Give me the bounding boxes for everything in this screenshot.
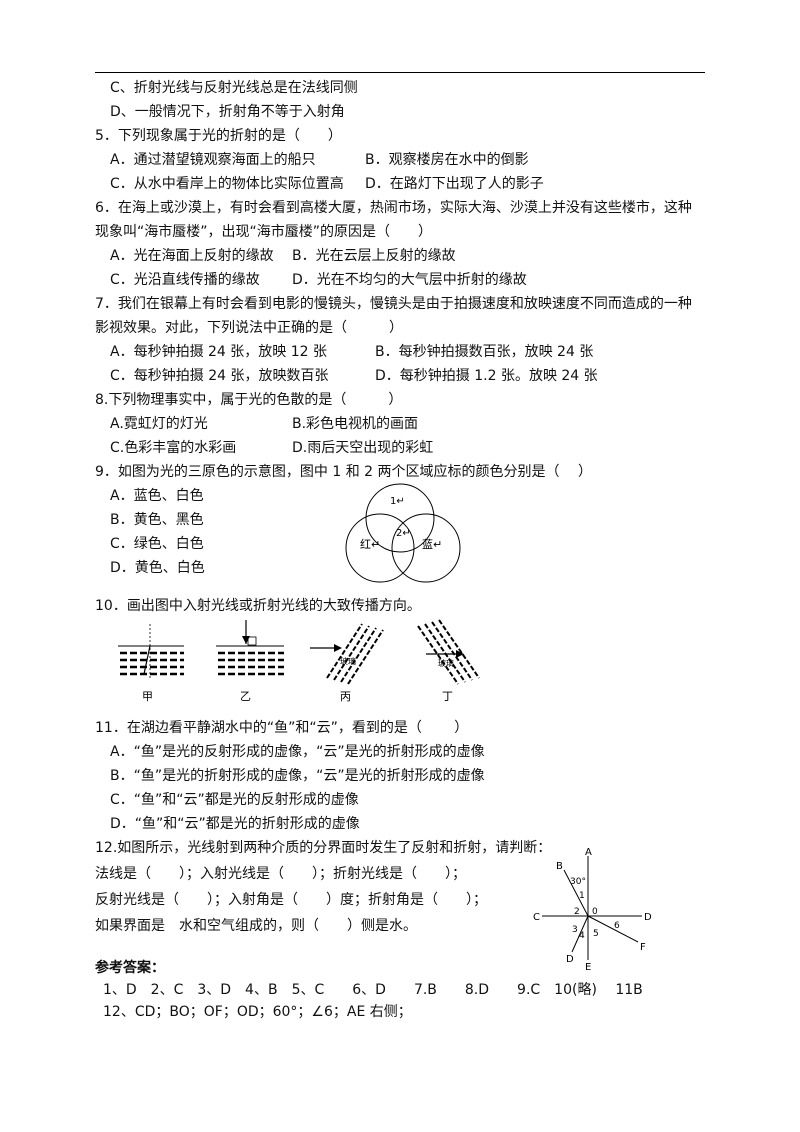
top-circle: [365, 483, 435, 553]
q6-option-a: A．光在海面上反射的缘故: [110, 248, 274, 264]
q6-option-d: D．光在不均匀的大气层中折射的缘故: [292, 272, 527, 288]
q5-option-c: C．从水中看岸上的物体比实际位置高: [110, 176, 344, 192]
q12-stem: 12.如图所示，光线射到两种介质的分界面时发生了反射和折射，请判断：: [95, 840, 552, 856]
q5-option-a: A．通过潜望镜观察海面上的船只: [110, 152, 316, 168]
angle-1: 1: [579, 891, 585, 901]
q11-stem: 11．在湖边看平静湖水中的“鱼”和“云”，看到的是（ ）: [95, 720, 469, 736]
point-o: 0: [592, 907, 598, 917]
q9-option-c: C．绿色、白色: [110, 536, 204, 552]
glass-label-bing: 玻璃: [340, 656, 356, 666]
ray-bo: [563, 869, 589, 917]
point-f: F: [640, 942, 646, 953]
angle-6: 6: [614, 921, 620, 931]
q6-stem-line1: 6．在海上或沙漠上，有时会看到高楼大厦，热闹市场，实际大海、沙漠上并没有这些楼市…: [95, 200, 692, 216]
q4-option-c: C、折射光线与反射光线总是在法线同侧: [110, 80, 358, 96]
angle-3: 3: [572, 925, 578, 935]
q6-option-c: C．光沿直线传播的缘故: [110, 272, 260, 288]
q9-option-d: D．黄色、白色: [110, 560, 205, 576]
point-d-bottom: D: [566, 954, 574, 965]
point-a: A: [585, 847, 592, 858]
q12-line2: 反射光线是（ ）；入射角是（ ）度；折射角是（ ）；: [95, 892, 487, 908]
label-bing: 丙: [340, 690, 351, 703]
answers-title: 参考答案：: [95, 960, 165, 976]
refraction-figures: 甲 乙 玻璃 丙 玻璃 丁: [118, 619, 480, 703]
answers-line2: 12、CD；BO；OF；OD；60°；∠6；AE 右侧；: [103, 1004, 412, 1020]
header-rule: [95, 72, 705, 73]
primary-colors-diagram: 1↵ 2↵ 红↵ 蓝↵: [345, 483, 461, 583]
q9-option-a: A．蓝色、白色: [110, 488, 204, 504]
point-e: E: [585, 962, 591, 973]
q11-option-a: A．“鱼”是光的反射形成的虚像，“云”是光的折射形成的虚像: [110, 744, 485, 760]
q5-option-d: D．在路灯下出现了人的影子: [365, 176, 544, 192]
answers-line1: 1、D 2、C 3、D 4、B 5、C 6、D 7.B 8.D 9.C 10(略…: [103, 982, 643, 998]
q7-option-b: B．每秒钟拍摄数百张，放映 24 张: [375, 344, 594, 360]
q4-option-d: D、一般情况下，折射角不等于入射角: [110, 104, 345, 120]
angle-2: 2: [574, 907, 580, 917]
q10-stem: 10．画出图中入射光线或折射光线的大致传播方向。: [95, 598, 421, 614]
angle-4: 4: [579, 931, 585, 941]
q7-stem-line2: 影视效果。对此，下列说法中正确的是（ ）: [95, 320, 403, 336]
q12-line1: 法线是（ ）；入射光线是（ ）；折射光线是（ ）；: [95, 866, 466, 882]
point-c: C: [533, 912, 540, 923]
point-b: B: [556, 861, 563, 872]
label-yi: 乙: [240, 690, 251, 703]
q5-option-b: B．观察楼房在水中的倒影: [365, 152, 529, 168]
q6-stem-line2: 现象叫“海市蜃楼”，出现“海市蜃楼”的原因是（ ）: [95, 224, 433, 240]
q7-stem-line1: 7．我们在银幕上有时会看到电影的慢镜头，慢镜头是由于拍摄速度和放映速度不同而造成…: [95, 296, 692, 312]
q6-option-b: B．光在云层上反射的缘故: [292, 248, 456, 264]
angle-5: 5: [593, 929, 599, 939]
q11-option-c: C．“鱼”和“云”都是光的反射形成的虚像: [110, 792, 359, 808]
q7-option-d: D．每秒钟拍摄 1.2 张。放映 24 张: [375, 368, 598, 384]
q9-option-b: B．黄色、黑色: [110, 512, 204, 528]
right-circle: [391, 513, 461, 583]
q7-option-c: C．每秒钟拍摄 24 张，放映数百张: [110, 368, 329, 384]
q8-option-a: A.霓虹灯的灯光: [110, 416, 208, 432]
label-ding: 丁: [442, 690, 453, 703]
q8-stem: 8.下列物理事实中，属于光的色散的是（ ）: [95, 392, 403, 408]
ray-of: [587, 915, 639, 943]
angle-30: 30°: [570, 877, 586, 887]
q5-stem: 5．下列现象属于光的折射的是（ ）: [95, 128, 342, 144]
region-label-1: 1↵: [390, 496, 405, 507]
q7-option-a: A．每秒钟拍摄 24 张，放映 12 张: [110, 344, 328, 360]
q9-stem: 9．如图为光的三原色的示意图，图中 1 和 2 两个区域应标的颜色分别是（ ）: [95, 464, 592, 480]
q11-option-d: D．“鱼”和“云”都是光的折射形成的虚像: [110, 816, 360, 832]
label-jia: 甲: [142, 690, 153, 703]
q8-option-c: C.色彩丰富的水彩画: [110, 440, 237, 456]
q8-option-b: B.彩色电视机的画面: [292, 416, 419, 432]
figure-jia: 甲: [118, 624, 184, 703]
point-d-right: D: [644, 912, 652, 923]
blue-label: 蓝↵: [422, 538, 442, 551]
figure-bing: 玻璃 丙: [310, 623, 384, 703]
figure-ding: 玻璃 丁: [417, 619, 480, 703]
figure-yi: 乙: [216, 620, 284, 703]
region-label-2: 2↵: [396, 528, 411, 539]
red-label: 红↵: [360, 538, 380, 551]
ray-od: [571, 915, 589, 953]
q12-line3: 如果界面是 水和空气组成的，则（ ）侧是水。: [95, 918, 417, 934]
left-circle: [345, 513, 415, 583]
glass-label-ding: 玻璃: [438, 658, 454, 668]
reflection-refraction-diagram: A B 30° 1 2 0 C D 3 4 5 6 D E F: [533, 847, 652, 973]
q11-option-b: B．“鱼”是光的折射形成的虚像，“云”是光的折射形成的虚像: [110, 768, 485, 784]
q8-option-d: D.雨后天空出现的彩虹: [292, 440, 434, 456]
